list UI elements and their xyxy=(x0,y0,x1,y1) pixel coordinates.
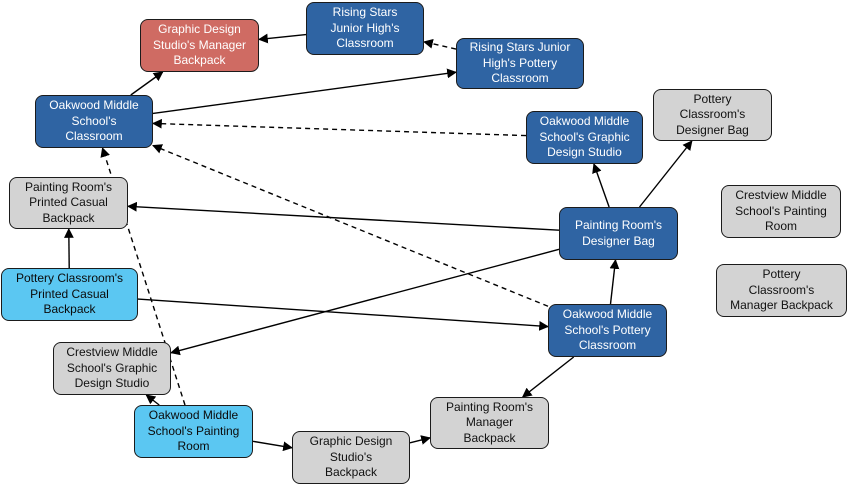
node-painting-room-printed-casual-backpack: Painting Room's Printed Casual Backpack xyxy=(9,177,128,229)
node-rising-stars-pottery-classroom: Rising Stars Junior High's Pottery Class… xyxy=(456,38,584,89)
node-oakwood-classroom: Oakwood Middle School's Classroom xyxy=(35,95,153,148)
edge-rising-stars-classroom-to-graphic-design-studio-manager-backpack xyxy=(258,33,307,44)
edge-rising-stars-pottery-classroom-to-rising-stars-classroom xyxy=(423,38,457,50)
edge-painting-room-designer-bag-to-oakwood-graphic-design-studio xyxy=(592,163,610,208)
edge-oakwood-pottery-classroom-to-painting-room-manager-backpack xyxy=(521,356,575,398)
edge-oakwood-classroom-to-graphic-design-studio-manager-backpack xyxy=(130,71,164,96)
edge-oakwood-painting-room-to-graphic-design-studio-backpack xyxy=(252,440,293,452)
edge-painting-room-designer-bag-to-crestview-graphic-design-studio xyxy=(170,248,560,356)
edge-oakwood-pottery-classroom-to-painting-room-designer-bag xyxy=(609,259,620,305)
edge-painting-room-designer-bag-to-pottery-classroom-designer-bag xyxy=(638,140,693,208)
edge-oakwood-classroom-to-rising-stars-pottery-classroom xyxy=(152,68,457,115)
node-graphic-design-studio-backpack: Graphic Design Studio's Backpack xyxy=(292,431,410,484)
edge-oakwood-painting-room-to-crestview-graphic-design-studio xyxy=(145,394,160,406)
edge-graphic-design-studio-backpack-to-painting-room-manager-backpack xyxy=(409,435,431,445)
node-crestview-graphic-design-studio: Crestview Middle School's Graphic Design… xyxy=(53,342,171,395)
edge-painting-room-designer-bag-to-painting-room-printed-casual-backpack xyxy=(127,201,560,231)
node-rising-stars-classroom: Rising Stars Junior High's Classroom xyxy=(306,2,424,55)
edge-oakwood-pottery-classroom-to-oakwood-classroom xyxy=(152,144,549,307)
edge-pottery-classroom-printed-casual-backpack-to-oakwood-pottery-classroom xyxy=(137,298,549,331)
node-oakwood-pottery-classroom: Oakwood Middle School's Pottery Classroo… xyxy=(548,304,667,357)
node-crestview-painting-room: Crestview Middle School's Painting Room xyxy=(721,185,841,238)
node-painting-room-designer-bag: Painting Room's Designer Bag xyxy=(559,207,678,260)
node-painting-room-manager-backpack: Painting Room's Manager Backpack xyxy=(430,397,549,449)
node-pottery-classroom-manager-backpack: Pottery Classroom's Manager Backpack xyxy=(716,264,847,317)
node-pottery-classroom-printed-casual-backpack: Pottery Classroom's Printed Casual Backp… xyxy=(1,268,138,321)
node-oakwood-graphic-design-studio: Oakwood Middle School's Graphic Design S… xyxy=(526,111,643,164)
node-oakwood-painting-room: Oakwood Middle School's Painting Room xyxy=(134,405,253,458)
node-pottery-classroom-designer-bag: Pottery Classroom's Designer Bag xyxy=(653,89,772,141)
edge-oakwood-graphic-design-studio-to-oakwood-classroom xyxy=(152,118,527,137)
node-graphic-design-studio-manager-backpack: Graphic Design Studio's Manager Backpack xyxy=(140,19,259,72)
